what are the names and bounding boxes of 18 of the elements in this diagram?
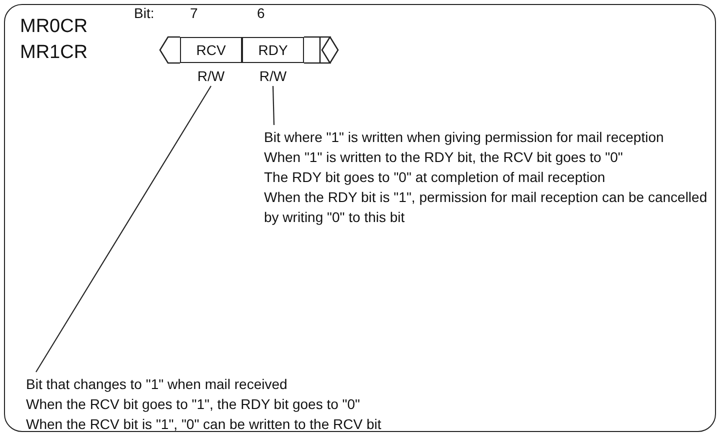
description-text: Bit that changes to "1" when mail received (26, 375, 288, 394)
access-label: R/W (258, 68, 288, 84)
bit-number: 7 (190, 5, 198, 21)
description-text: When "1" is written to the RDY bit, the RCV bit goes to "0" (264, 148, 624, 167)
register-bit-cell: RDY (242, 37, 304, 63)
register-bit-cell: RCV (180, 37, 242, 63)
register-name: MR1CR (20, 42, 88, 64)
bit-heading: Bit: (134, 5, 154, 21)
leader-line (272, 86, 275, 126)
description-text: When the RCV bit goes to "1", the RDY bit goes to "0" (26, 395, 362, 414)
description-text: The RDY bit goes to "0" at completion of mail reception (264, 168, 606, 187)
leader-line (36, 86, 212, 372)
description-text: When the RDY bit is "1", permission for mail reception can be cancelled by writing "0" to this bit (264, 188, 708, 227)
description-text: Bit where "1" is written when giving permission for mail reception (264, 128, 665, 147)
register-name: MR0CR (20, 16, 88, 38)
access-label: R/W (196, 68, 226, 84)
bit-number: 6 (257, 5, 265, 21)
description-text: When the RCV bit is "1", "0" can be written to the RCV bit (26, 415, 382, 434)
